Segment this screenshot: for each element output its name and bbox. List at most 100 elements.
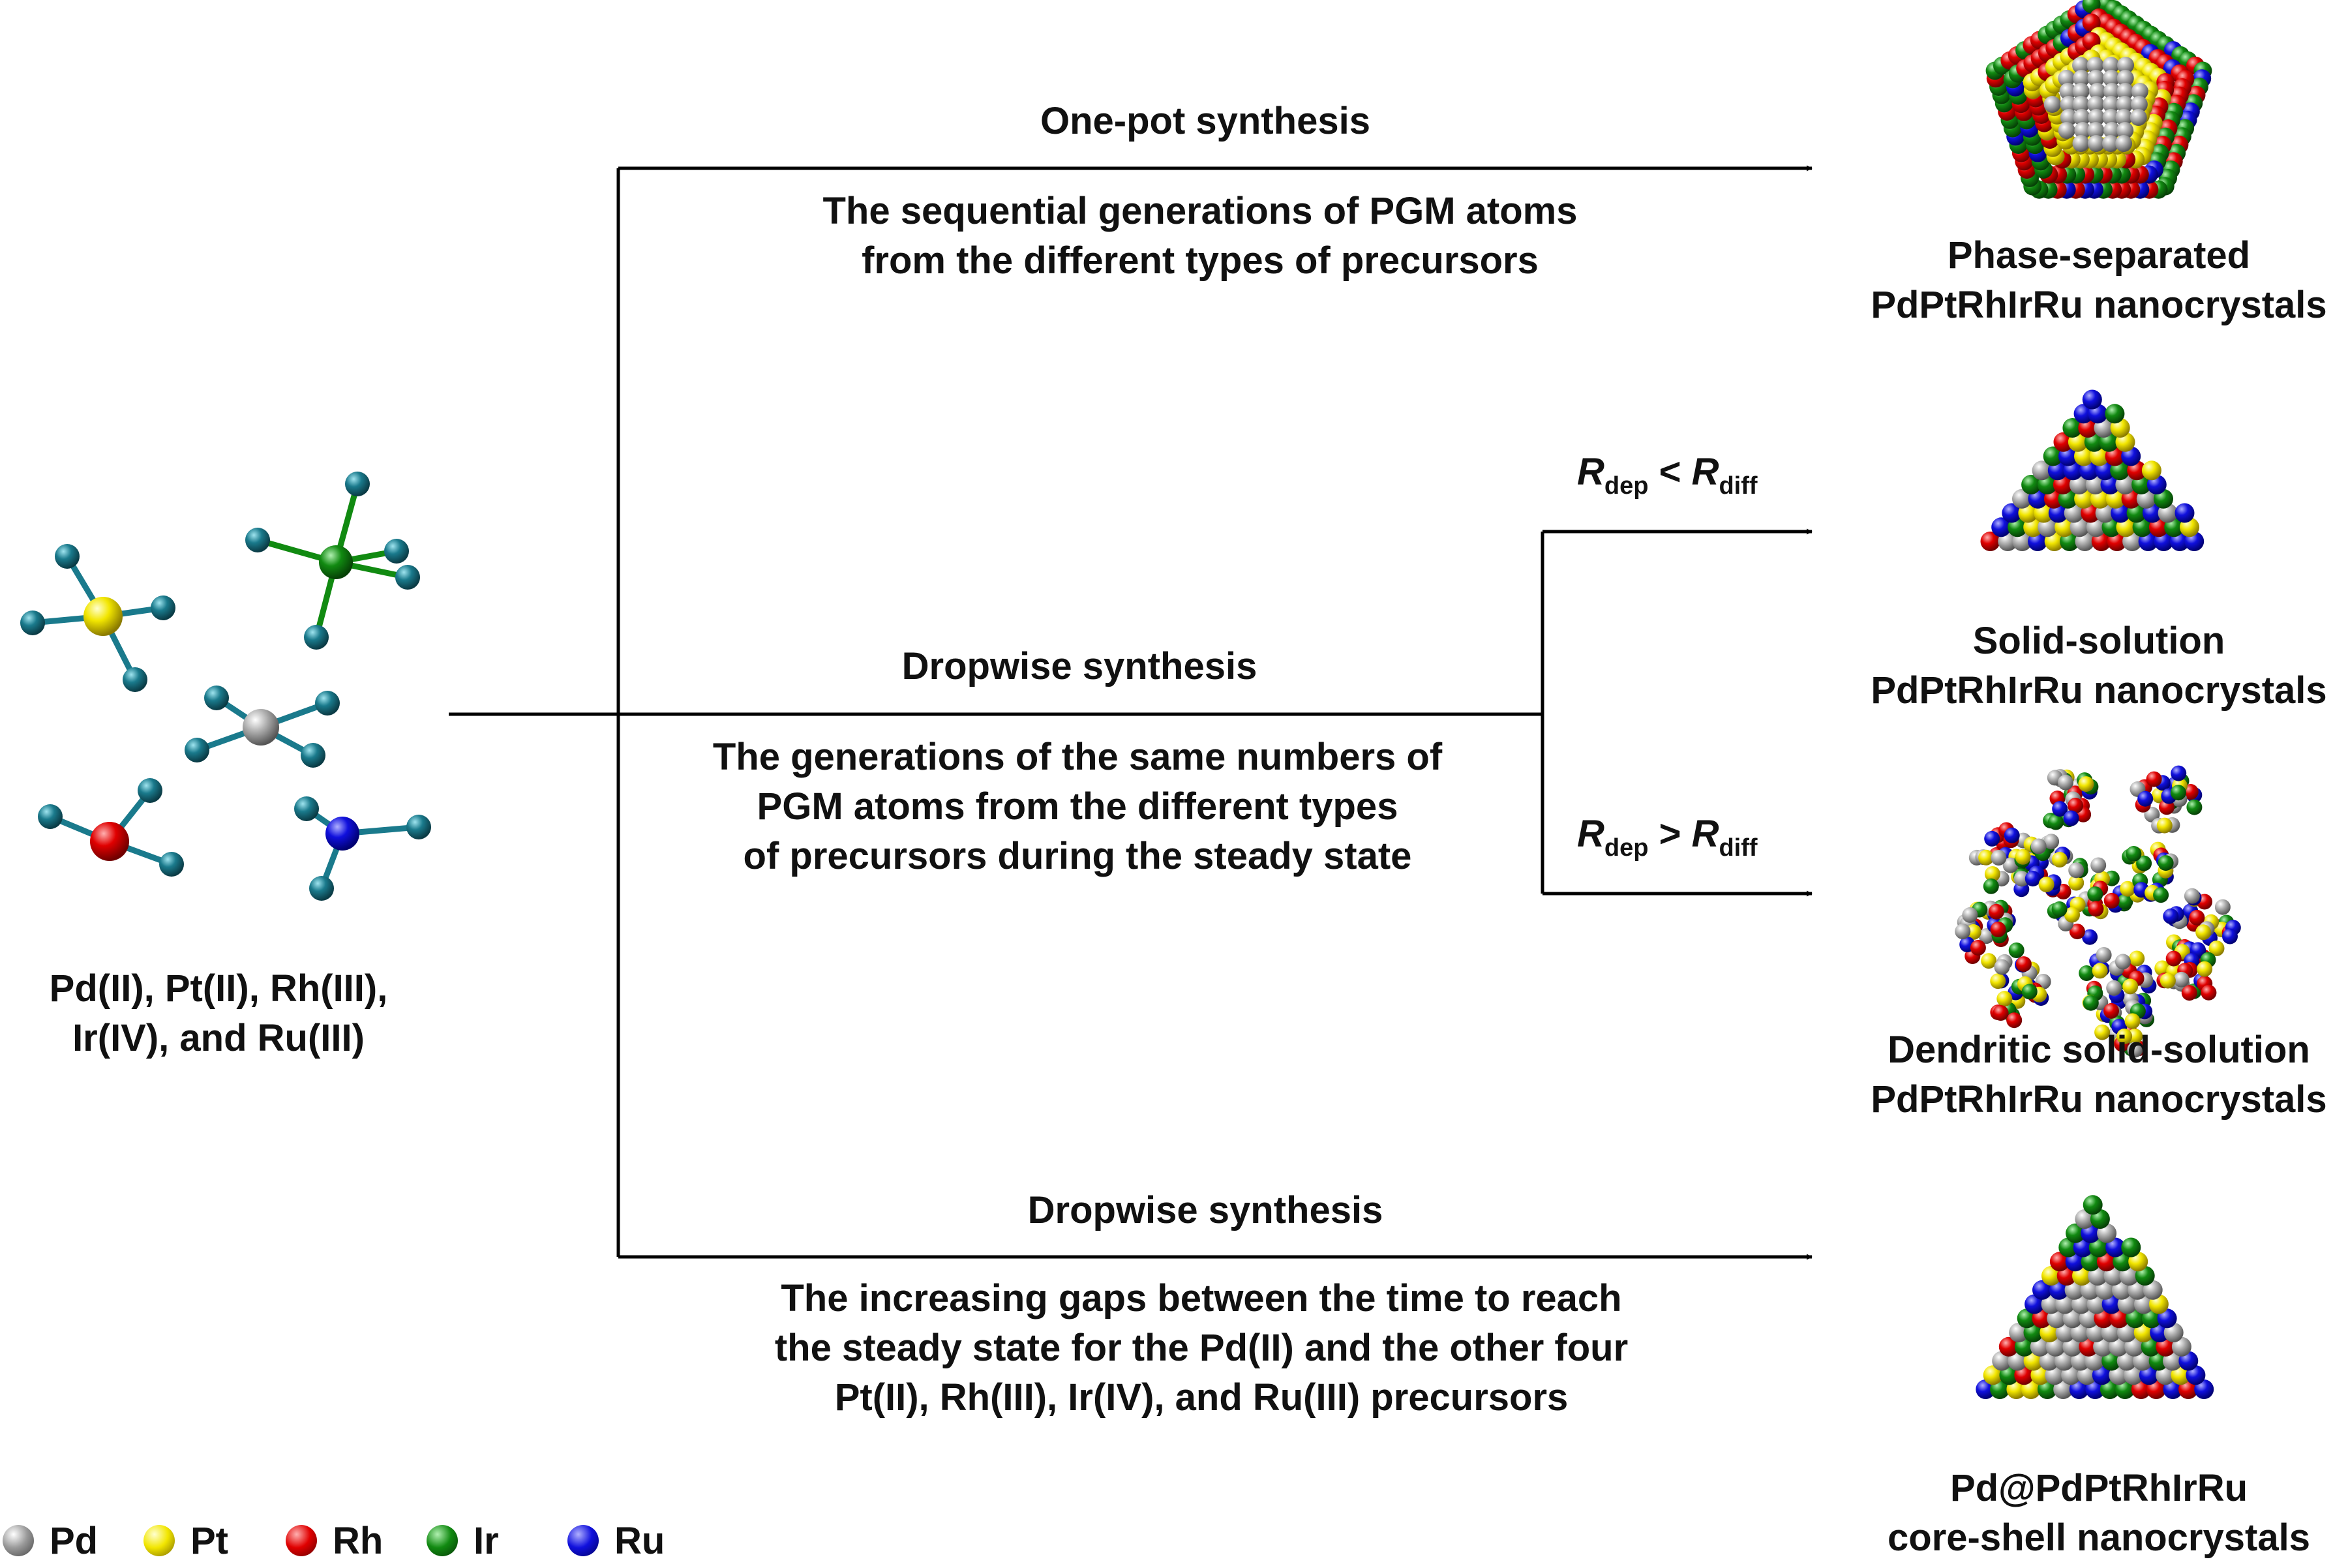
atom-sphere — [2105, 404, 2125, 424]
dropwise-middle-title: Dropwise synthesis — [901, 645, 1257, 687]
atom-sphere — [2201, 984, 2217, 1001]
product-core-shell-label: Pd@PdPtRhIrRu core-shell nanocrystals — [1888, 1464, 2310, 1563]
atom-sphere — [1980, 532, 2000, 551]
ir-atom — [319, 545, 353, 579]
solid-solution-line2: PdPtRhIrRu nanocrystals — [1871, 669, 2327, 712]
atom-sphere — [1983, 1365, 2003, 1385]
atom-sphere — [2088, 901, 2104, 917]
atom-sphere — [2048, 814, 2064, 830]
atom-sphere — [1991, 517, 2011, 537]
atom-sphere — [2074, 122, 2092, 139]
atom-sphere — [2079, 965, 2095, 981]
dropwise-middle-desc-line1: The generations of the same numbers of — [712, 736, 1443, 778]
dropwise-bottom-desc-line1: The increasing gaps between the time to … — [781, 1277, 1622, 1319]
dropwise-middle-description: The generations of the same numbers of P… — [713, 732, 1442, 881]
atom-sphere — [2171, 1336, 2191, 1357]
atom-sphere — [2043, 834, 2060, 850]
one-pot-description: The sequential generations of PGM atoms … — [823, 187, 1578, 286]
atom-sphere — [2049, 1252, 2070, 1272]
precursor-label-line2: Ir(IV), and Ru(III) — [72, 1017, 365, 1059]
rh-complex — [38, 778, 184, 877]
atom-sphere — [2024, 871, 2041, 887]
atom-sphere — [2122, 978, 2139, 995]
condition-gt-operator: > — [1659, 813, 1681, 855]
atom-sphere — [2103, 70, 2120, 87]
dropwise-middle-desc-line2: PGM atoms from the different types — [757, 785, 1398, 828]
condition-gt-r2: R — [1691, 813, 1719, 855]
atom-sphere — [2195, 924, 2212, 941]
atom-sphere — [2072, 83, 2090, 100]
atom-sphere — [2009, 1323, 2029, 1342]
atom-sphere — [2130, 109, 2147, 126]
atom-sphere — [2096, 1252, 2116, 1272]
atom-sphere — [2116, 1028, 2133, 1044]
legend-item-ru: Ru — [567, 1515, 665, 1567]
atom-sphere — [2129, 950, 2145, 967]
atom-sphere — [1998, 1336, 2019, 1357]
atom-sphere — [2060, 96, 2077, 113]
precursor-label: Pd(II), Pt(II), Rh(III), Ir(IV), and Ru(… — [50, 964, 388, 1063]
ir-complex — [245, 472, 420, 650]
product-solid-solution-label: Solid-solution PdPtRhIrRu nanocrystals — [1871, 616, 2326, 716]
atom-sphere — [2103, 1003, 2119, 1019]
atom-sphere — [1991, 850, 2007, 866]
atom-sphere — [2096, 947, 2112, 963]
legend-label-pd: Pd — [50, 1519, 98, 1562]
atom-sphere — [2008, 942, 2024, 958]
atom-sphere — [1993, 1005, 2009, 1021]
condition-gt-r1: R — [1577, 813, 1604, 855]
atom-sphere — [2006, 1012, 2023, 1029]
atom-sphere — [2087, 70, 2105, 87]
ru-legend-icon — [567, 1525, 599, 1556]
atom-sphere — [2088, 83, 2106, 100]
phase-separated-line2: PdPtRhIrRu nanocrystals — [1871, 284, 2327, 326]
atom-sphere — [2030, 838, 2047, 854]
condition-gt-sub2: diff — [1719, 834, 1758, 862]
atom-sphere — [2032, 460, 2052, 481]
atom-sphere — [2087, 135, 2105, 152]
atom-sphere — [2102, 135, 2119, 152]
atom-sphere — [2068, 862, 2085, 879]
condition-lt-r2: R — [1691, 451, 1719, 493]
atom-sphere — [2102, 57, 2120, 74]
pt-legend-icon — [143, 1525, 175, 1556]
atom-sphere — [2088, 109, 2105, 126]
atom-sphere — [2115, 109, 2133, 126]
atom-sphere — [2086, 57, 2104, 74]
atom-sphere — [1988, 903, 2004, 920]
atom-sphere — [2127, 1042, 2143, 1058]
atom-sphere — [2194, 1380, 2214, 1399]
atom-sphere — [2082, 13, 2101, 32]
atom-sphere — [2163, 908, 2179, 924]
phase-separated-line1: Phase-separated — [1947, 234, 2251, 277]
atom-sphere — [2146, 771, 2162, 787]
dropwise-bottom-title: Dropwise synthesis — [1027, 1189, 1383, 1231]
atom-sphere — [2175, 503, 2195, 523]
condition-lt-r1: R — [1577, 451, 1604, 493]
ir-legend-icon — [427, 1525, 458, 1556]
atom-sphere — [2043, 96, 2061, 113]
atom-sphere — [2052, 801, 2068, 817]
atom-sphere — [2013, 871, 2030, 887]
atom-sphere — [2062, 418, 2083, 438]
atom-sphere — [1996, 991, 2013, 1007]
condition-rdep-gt-rdiff: Rdep > Rdiff — [1577, 812, 1758, 862]
atom-sphere — [1983, 878, 1999, 894]
ru-complex — [294, 796, 431, 901]
legend-item-pt: Pt — [143, 1515, 228, 1567]
atom-sphere — [2083, 995, 2099, 1011]
atom-sphere — [2121, 1237, 2141, 1258]
atom-sphere — [2136, 855, 2152, 871]
atom-sphere — [2170, 785, 2186, 801]
legend-label-pt: Pt — [190, 1519, 228, 1562]
precursor-label-line1: Pd(II), Pt(II), Rh(III), — [49, 967, 388, 1010]
precursor-molecules — [20, 472, 431, 901]
atom-sphere — [2053, 432, 2073, 452]
atom-sphere — [2063, 810, 2079, 826]
atom-sphere — [2070, 1351, 2090, 1371]
atom-sphere — [1984, 830, 2000, 847]
atom-sphere — [2021, 984, 2038, 1000]
atom-sphere — [2106, 980, 2122, 996]
atom-sphere — [2032, 1280, 2052, 1300]
atom-sphere — [2092, 963, 2108, 979]
